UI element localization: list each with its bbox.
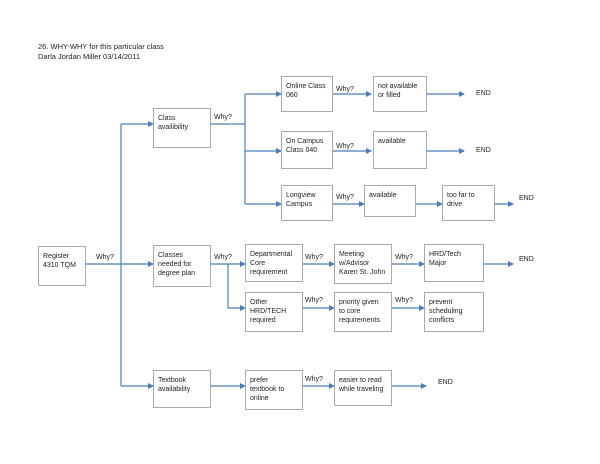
box-prefer-textbook: prefer textbook to online (245, 370, 303, 410)
box-prevent-conflicts: prevent scheduling conflicts (424, 292, 484, 332)
box-available-longview: available (364, 185, 416, 217)
end-label-online: END (476, 90, 491, 97)
box-departmental: Departmental Core requirement (245, 244, 303, 282)
box-easier-to-read: easier to read while traveling (334, 370, 392, 406)
diagram-title: 26. WHY-WHY for this particular class (38, 42, 164, 51)
why-label-online: Why? (336, 86, 354, 93)
box-on-campus: On Campus Class 040 (281, 131, 333, 169)
box-register: Register 4310 TQM (38, 246, 86, 286)
box-other-hrd: Other HRD/TECH required (245, 292, 303, 332)
why-label-class-availability: Why? (214, 114, 232, 121)
end-label-textbook: END (438, 379, 453, 386)
why-label-longview: Why? (336, 194, 354, 201)
why-label-register: Why? (96, 254, 114, 261)
box-class-availability: Class availibility (153, 108, 211, 148)
why-label-classes-needed: Why? (214, 254, 232, 261)
why-label-textbook: Why? (305, 376, 323, 383)
box-classes-needed: Classes needed for degree plan (153, 245, 211, 287)
box-online-class: Online Class 060 (281, 76, 333, 112)
end-label-longview: END (519, 195, 534, 202)
author-line: Darla Jordan Miller 03/14/2011 (38, 52, 141, 61)
why-label-priority: Why? (395, 297, 413, 304)
end-label-hrd: END (519, 256, 534, 263)
why-label-departmental: Why? (305, 254, 323, 261)
box-hrd-major: HRD/Tech Major (424, 244, 484, 282)
why-label-on-campus: Why? (336, 143, 354, 150)
why-label-other-hrd: Why? (305, 297, 323, 304)
box-not-available: not available or filled (373, 76, 427, 112)
box-available-on-campus: available (373, 131, 427, 169)
box-textbook-availability: Textbook availability (153, 370, 211, 408)
box-meeting-advisor: Meeting w/Advisor Karen St. John (334, 244, 392, 284)
end-label-on-campus: END (476, 147, 491, 154)
box-too-far: too far to drive (442, 185, 495, 221)
box-longview: Longview Campus (281, 185, 333, 221)
why-label-meeting: Why? (395, 254, 413, 261)
box-priority: priority given to core requirements (334, 292, 392, 332)
